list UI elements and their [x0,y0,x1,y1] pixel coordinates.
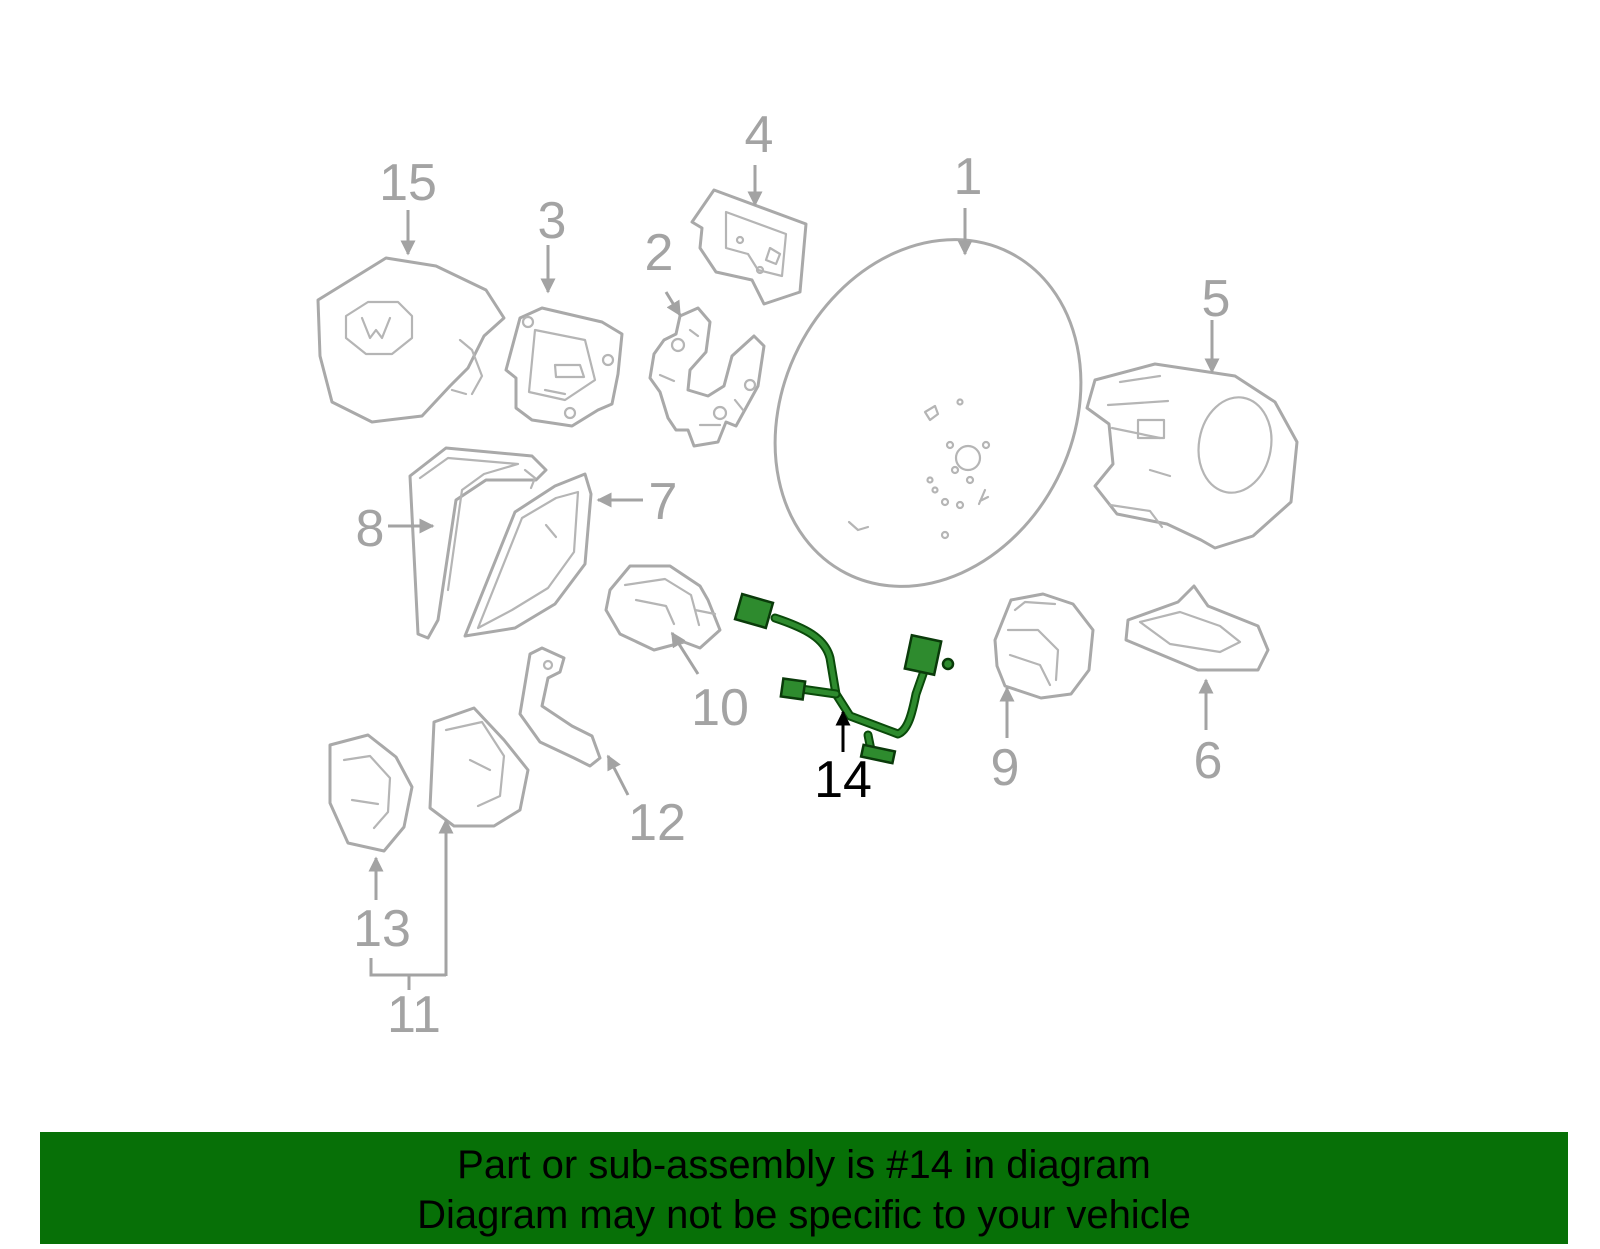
callout-10: 10 [691,679,749,737]
parts-diagram: 1 2 3 4 5 6 7 8 9 10 11 12 13 14 15 [316,106,1299,1044]
callout-9: 9 [991,739,1020,797]
part-5-cover[interactable] [1085,362,1299,550]
callout-15: 15 [379,154,437,212]
footer-part-note: Part or sub-assembly is #14 in diagram [457,1143,1151,1187]
part-9-switch[interactable] [993,592,1095,700]
callout-13: 13 [353,900,411,958]
callout-1: 1 [954,148,983,206]
harness-connector-a [733,592,775,630]
part-12-bracket[interactable] [518,646,602,768]
harness-connector-b [903,633,943,677]
callout-5: 5 [1202,270,1231,328]
part-1-steering-wheel[interactable] [717,187,1139,639]
part-14-wire-harness[interactable] [733,592,955,765]
part-6-tray[interactable] [1124,584,1270,672]
part-15-airbag[interactable] [316,256,506,424]
harness-connector-d [859,743,897,765]
part-7-trim-panel[interactable] [463,472,593,638]
part-4-plate[interactable] [690,188,808,306]
part-8-trim-panel[interactable] [408,446,548,640]
part-13-cover[interactable] [328,733,414,853]
callout-12: 12 [628,794,686,852]
harness-connector-c [779,677,807,701]
callout-2: 2 [645,224,674,282]
callout-6: 6 [1194,732,1223,790]
part-10-switch[interactable] [604,564,722,652]
callout-3: 3 [538,192,567,250]
callout-11: 11 [387,986,441,1044]
part-3-switch-assembly[interactable] [504,306,624,428]
part-11-cover[interactable] [428,706,530,828]
footer-disclaimer: Diagram may not be specific to your vehi… [417,1193,1191,1237]
callout-labels: 1 2 3 4 5 6 7 8 9 10 11 12 13 14 15 [353,106,1230,1044]
callout-4: 4 [745,106,774,164]
footer-banner: Part or sub-assembly is #14 in diagram D… [40,1132,1568,1244]
leader-lines [368,165,1220,990]
part-2-switch-bracket[interactable] [648,306,766,448]
callout-14: 14 [814,751,872,809]
callout-7: 7 [649,473,678,531]
callout-8: 8 [356,500,385,558]
